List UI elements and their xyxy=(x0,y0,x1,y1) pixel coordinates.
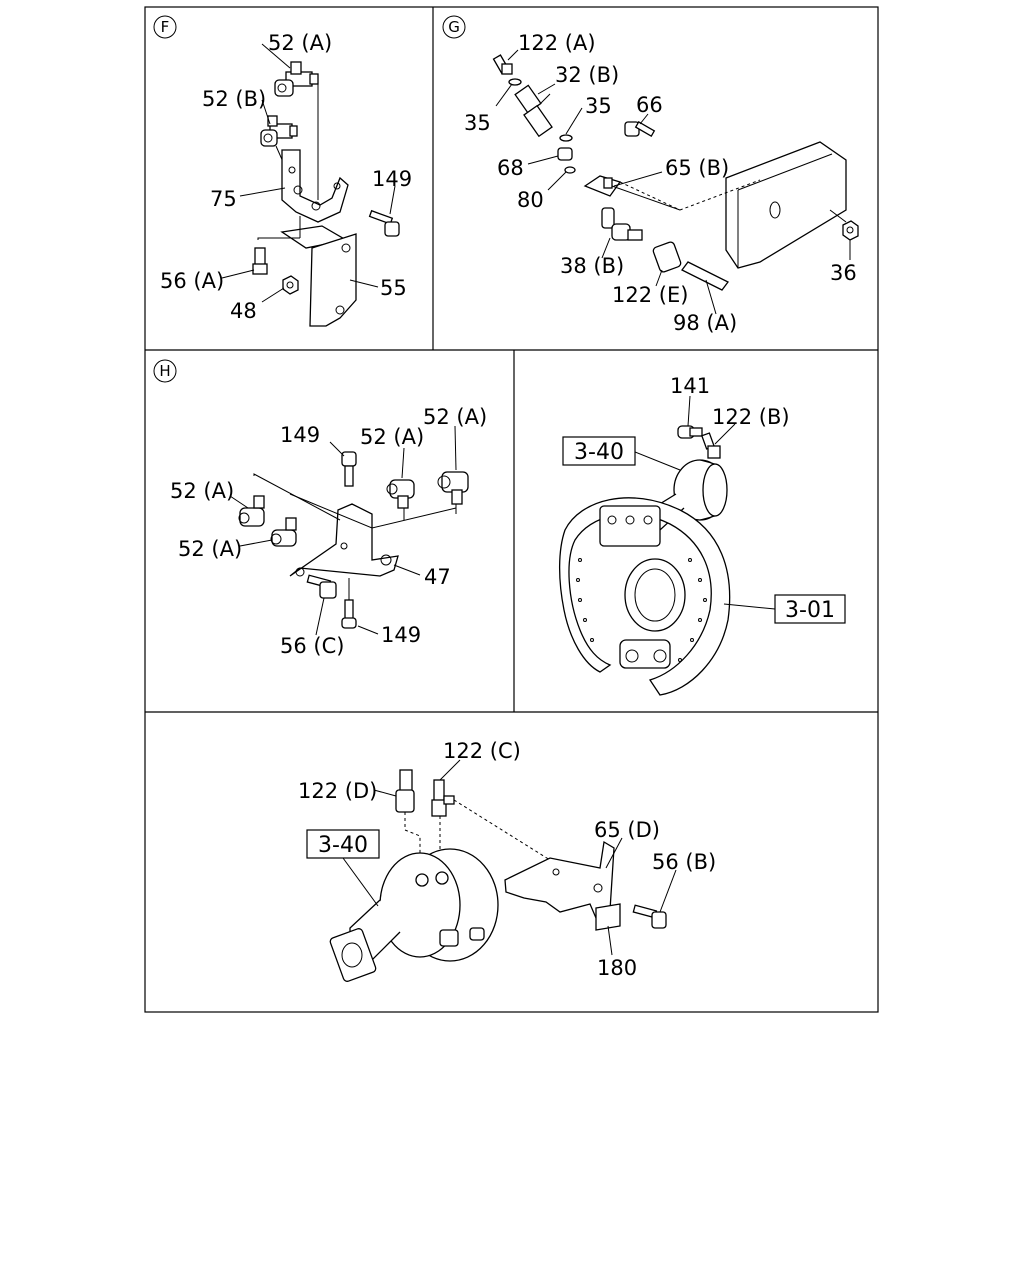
panel-frame xyxy=(144,6,879,1013)
callout-149-bottom: 149 xyxy=(381,623,421,647)
tee-fitting-52a-3 xyxy=(238,495,265,527)
callout-48: 48 xyxy=(230,299,257,323)
callout-122e: 122 (E) xyxy=(612,283,688,307)
bolt-66 xyxy=(624,121,656,137)
fitting-122d xyxy=(395,769,415,813)
callout-122c: 122 (C) xyxy=(443,739,521,763)
tee-fitting-52a xyxy=(274,61,319,97)
nut-48 xyxy=(282,275,299,295)
fitting-122c xyxy=(431,779,455,817)
svg-text:H: H xyxy=(159,362,170,380)
callout-75: 75 xyxy=(210,187,237,211)
chamber-labels: 122 (C) 122 (D) 65 (D) 56 (B) 180 xyxy=(298,739,716,980)
callout-56a: 56 (A) xyxy=(160,269,224,293)
tee-fitting-52b xyxy=(260,115,298,147)
ref-box-3-40-upper: 3-40 xyxy=(562,436,636,466)
bracket-75 xyxy=(281,149,349,223)
panel-g-drawing xyxy=(492,49,859,315)
fitting-122b xyxy=(701,432,721,459)
chamber-assembly-drawing: 3-40 xyxy=(306,759,677,982)
brake-assembly-drawing: 3-40 3-01 xyxy=(558,395,846,696)
section-marker-f: F xyxy=(153,15,177,39)
callout-66: 66 xyxy=(636,93,663,117)
valve-141 xyxy=(677,425,703,439)
callout-35-left: 35 xyxy=(464,111,491,135)
callout-52a-center: 52 (A) xyxy=(360,425,424,449)
callout-180: 180 xyxy=(597,956,637,980)
callout-38b: 38 (B) xyxy=(560,254,624,278)
tube-98a xyxy=(681,261,729,291)
svg-text:3-01: 3-01 xyxy=(785,598,835,623)
connector-32b xyxy=(514,84,553,138)
callout-149-top: 149 xyxy=(280,423,320,447)
plate-180 xyxy=(595,903,621,931)
bolt-149-top xyxy=(341,451,357,487)
spring-brake-chamber xyxy=(329,848,499,982)
callout-141: 141 xyxy=(670,374,710,398)
section-marker-h: H xyxy=(153,359,177,383)
nut-36 xyxy=(842,220,859,241)
nut-68 xyxy=(557,147,573,161)
svg-text:3-40: 3-40 xyxy=(318,833,368,858)
section-marker-g: G xyxy=(442,15,466,39)
callout-52a: 52 (A) xyxy=(268,31,332,55)
callout-68: 68 xyxy=(497,156,524,180)
callout-122a: 122 (A) xyxy=(518,31,596,55)
tee-fitting-52a-4 xyxy=(270,517,297,547)
fitting-122a xyxy=(492,54,513,75)
ref-box-3-01: 3-01 xyxy=(774,594,846,624)
panel-f-drawing xyxy=(221,43,400,327)
callout-55: 55 xyxy=(380,276,407,300)
elbow-38b xyxy=(601,207,643,241)
frame-rail xyxy=(725,141,847,269)
callout-52b: 52 (B) xyxy=(202,87,266,111)
tee-fitting-52a-2 xyxy=(437,471,469,505)
svg-text:G: G xyxy=(448,18,460,36)
panel-f-labels: 52 (A) 52 (B) 75 149 56 (A) 48 55 xyxy=(160,31,412,323)
callout-65d: 65 (D) xyxy=(594,818,660,842)
bolt-149 xyxy=(368,209,400,237)
svg-text:3-40: 3-40 xyxy=(574,440,624,465)
callout-52a-right: 52 (A) xyxy=(423,405,487,429)
callout-52a-left-upper: 52 (A) xyxy=(170,479,234,503)
bolt-56c xyxy=(306,574,337,599)
sleeve-122e xyxy=(652,241,682,273)
bolt-56a xyxy=(252,247,268,275)
callout-36: 36 xyxy=(830,261,857,285)
brake-shoe xyxy=(558,497,731,696)
bolt-149-bottom xyxy=(341,599,357,629)
bracket-47 xyxy=(289,503,399,577)
callout-122d: 122 (D) xyxy=(298,779,377,803)
svg-text:F: F xyxy=(161,18,170,36)
callout-56c: 56 (C) xyxy=(280,634,344,658)
callout-35-right: 35 xyxy=(585,94,612,118)
callout-52a-left-lower: 52 (A) xyxy=(178,537,242,561)
callout-149: 149 xyxy=(372,167,412,191)
callout-80: 80 xyxy=(517,188,544,212)
panel-g-labels: 122 (A) 32 (B) 35 35 66 68 80 65 (B) 38 … xyxy=(464,31,857,335)
callout-122b: 122 (B) xyxy=(712,405,790,429)
callout-32b: 32 (B) xyxy=(555,63,619,87)
panel-h-drawing xyxy=(229,425,469,636)
brake-labels: 141 122 (B) xyxy=(670,374,790,429)
lining-rivets xyxy=(576,558,707,662)
bracket-55 xyxy=(309,233,357,327)
callout-98a: 98 (A) xyxy=(673,311,737,335)
ref-box-3-40-lower: 3-40 xyxy=(306,829,380,859)
panel-h-labels: 149 52 (A) 52 (A) 52 (A) 52 (A) 47 56 (C… xyxy=(170,405,487,658)
callout-56b: 56 (B) xyxy=(652,850,716,874)
callout-47: 47 xyxy=(424,565,451,589)
tee-fitting-52a-1 xyxy=(386,479,415,509)
bolt-56b xyxy=(632,904,667,929)
bracket-65d xyxy=(504,840,615,919)
callout-65b: 65 (B) xyxy=(665,156,729,180)
